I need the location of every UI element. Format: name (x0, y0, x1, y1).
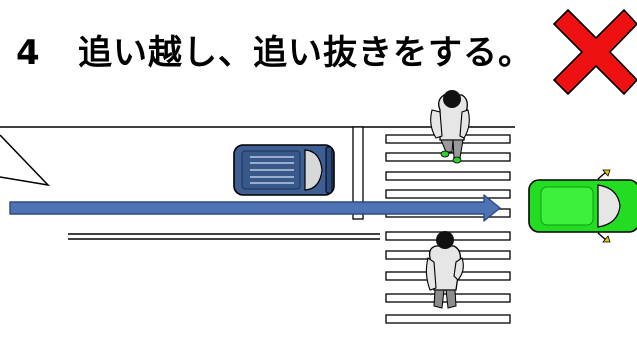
slide-title-text: 追い越し、追い抜きをする。 (78, 33, 533, 73)
red-cross-mark-icon (552, 8, 637, 96)
blue-car-icon (233, 144, 335, 196)
crosswalk-stripe (385, 314, 511, 324)
pedestrian-upper-icon (430, 90, 470, 164)
stop-line (352, 126, 364, 220)
slide-number: 4 (16, 33, 41, 73)
green-car-icon (528, 169, 637, 243)
overtaking-path-arrow (9, 194, 501, 222)
crosswalk-stripe (385, 189, 511, 199)
slide-title: 4 追い越し、追い抜きをする。 (16, 30, 533, 76)
road-markings (0, 126, 515, 240)
pedestrian-lower-icon (425, 231, 464, 309)
road-left-corner-triangle (0, 134, 51, 187)
crosswalk-stripe (385, 171, 511, 181)
